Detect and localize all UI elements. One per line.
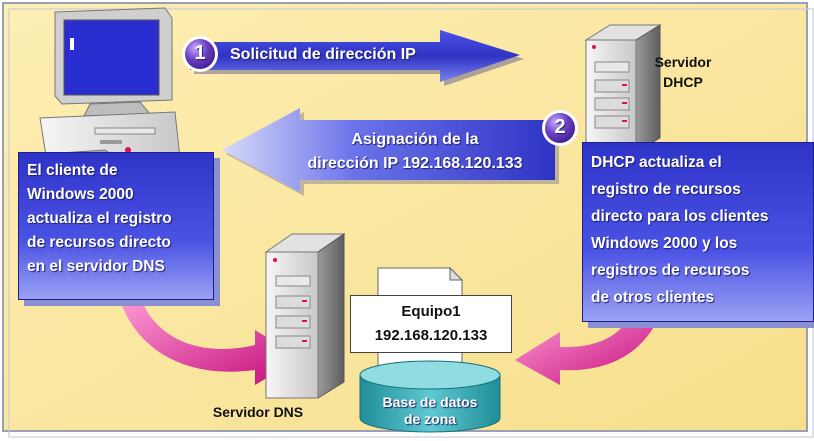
client-note-line: en el servidor DNS (27, 258, 165, 275)
dhcp-server-label-line1: Servidor (654, 54, 712, 70)
dhcp-server-label: Servidor DHCP (648, 52, 718, 92)
dhcp-note-line: Windows 2000 y los (591, 235, 738, 252)
dns-server-label: Servidor DNS (212, 404, 304, 420)
request-arrow (190, 30, 520, 82)
dhcp-update-arrow (515, 312, 660, 385)
step2-number: 2 (554, 116, 566, 138)
zone-db-label: Base de datos de zona (362, 394, 498, 428)
dhcp-note-line: registro de recursos (591, 181, 741, 198)
dhcp-server-icon (584, 24, 662, 153)
dhcp-note: DHCP actualiza el registro de recursos d… (582, 142, 814, 322)
step2-label: Asignación de la dirección IP 192.168.12… (280, 128, 550, 176)
dhcp-note-line: DHCP actualiza el (591, 154, 722, 171)
dhcp-note-line: de otros clientes (591, 289, 715, 306)
record-ip: 192.168.120.133 (374, 327, 488, 344)
zone-db-label-line1: Base de datos (382, 394, 478, 410)
dhcp-note-line: registros de recursos (591, 262, 750, 279)
record-name: Equipo1 (401, 303, 461, 320)
step2-label-line1: Asignación de la (351, 131, 479, 148)
client-update-arrow (120, 295, 300, 385)
step1-number: 1 (194, 42, 206, 64)
dhcp-note-line: directo para los clientes (591, 208, 769, 225)
dhcp-server-label-line2: DHCP (663, 74, 703, 90)
step1-label: Solicitud de dirección IP (230, 46, 416, 63)
dns-server-icon (264, 233, 346, 399)
client-note-line: Windows 2000 (27, 186, 134, 203)
client-note-line: El cliente de (27, 162, 118, 179)
resource-record-card: Equipo1 192.168.120.133 (350, 295, 512, 353)
assignment-arrow (222, 108, 555, 192)
step2-label-line2: dirección IP 192.168.120.133 (307, 155, 523, 172)
step1-badge (182, 36, 218, 72)
client-note-line: actualiza el registro (27, 210, 172, 227)
client-note: El cliente de Windows 2000 actualiza el … (18, 152, 214, 300)
zone-db-label-line2: de zona (403, 411, 457, 427)
zone-database-icon (359, 360, 501, 433)
step2-badge (542, 110, 578, 146)
client-note-line: de recursos directo (27, 234, 171, 251)
